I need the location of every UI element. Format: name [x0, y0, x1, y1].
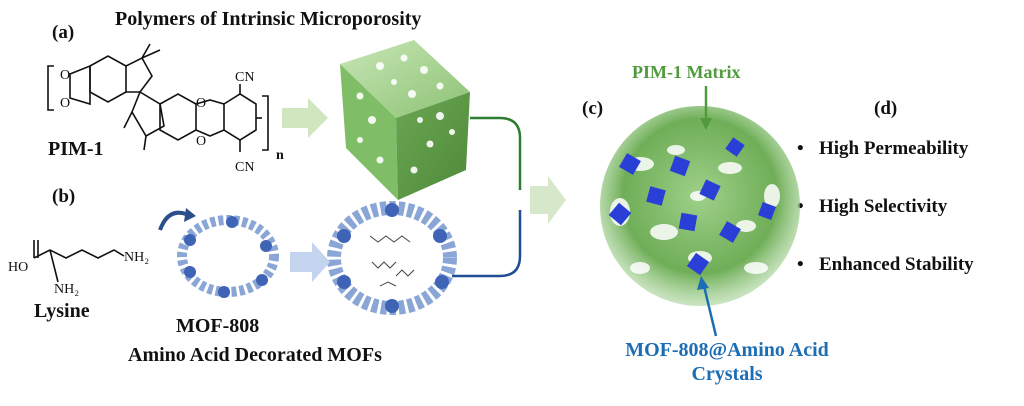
- matrix-pointer-head-icon: [700, 118, 712, 130]
- title-polymers: Polymers of Intrinsic Microporosity: [115, 8, 422, 30]
- lysine-structure: [33, 240, 125, 283]
- pim1-structure: [47, 43, 269, 152]
- property-item-stability: • Enhanced Stability: [797, 254, 974, 276]
- atom-ho: HO: [8, 260, 29, 275]
- pim1-label: PIM-1: [48, 138, 104, 160]
- atom-o-bottom: O: [196, 134, 207, 149]
- crystals-label: MOF-808@Amino Acid Crystals: [602, 338, 852, 386]
- mof808-label: MOF-808: [176, 315, 260, 337]
- crystals-label-line1: MOF-808@Amino Acid: [625, 339, 829, 361]
- panel-label-c: (c): [582, 98, 604, 119]
- arrow-to-composite-icon: [530, 176, 566, 224]
- atom-o-top: O: [196, 96, 207, 111]
- property-item-permeability: • High Permeability: [797, 138, 968, 160]
- mixed-matrix-membrane-icon: [600, 106, 800, 306]
- curved-arrow-head-icon: [184, 208, 196, 222]
- panel-label-d: (d): [874, 98, 898, 119]
- mof-crystal-cubes: [608, 137, 776, 276]
- porous-polymer-cube-icon: [340, 40, 470, 200]
- connector-blue: [452, 210, 522, 278]
- pim-matrix-label: PIM-1 Matrix: [632, 62, 741, 82]
- atom-o-left-top: O: [60, 68, 71, 83]
- bullet-icon: •: [797, 196, 804, 217]
- amino-mofs-label: Amino Acid Decorated MOFs: [128, 344, 382, 366]
- property-item-selectivity: • High Selectivity: [797, 196, 947, 218]
- property-label: Enhanced Stability: [819, 254, 974, 275]
- decorated-mof-icon: [327, 201, 457, 315]
- property-label: High Permeability: [819, 138, 969, 159]
- crystal-pointer-icon: [702, 285, 718, 337]
- atom-nh2-alpha: NH₂: [54, 282, 80, 297]
- bullet-icon: •: [797, 254, 804, 275]
- atom-o-left-bottom: O: [60, 96, 71, 111]
- panel-label-a: (a): [52, 22, 75, 43]
- property-label: High Selectivity: [819, 196, 948, 217]
- connector-green: [470, 116, 522, 190]
- repeat-n: n: [276, 148, 284, 163]
- panel-label-b: (b): [52, 186, 76, 207]
- atom-cn-top: CN: [235, 70, 255, 85]
- crystal-pointer-head-icon: [697, 276, 709, 290]
- bullet-icon: •: [797, 138, 804, 159]
- crystals-label-line2: Crystals: [691, 363, 763, 385]
- mof808-framework-icon: [177, 215, 279, 298]
- atom-cn-bottom: CN: [235, 160, 255, 175]
- atom-nh2-side: NH₂: [124, 250, 150, 265]
- arrow-to-decorated-mof-icon: [290, 242, 330, 282]
- arrow-to-cube-icon: [282, 98, 328, 138]
- lysine-label: Lysine: [34, 300, 90, 322]
- curved-arrow-icon: [158, 210, 187, 231]
